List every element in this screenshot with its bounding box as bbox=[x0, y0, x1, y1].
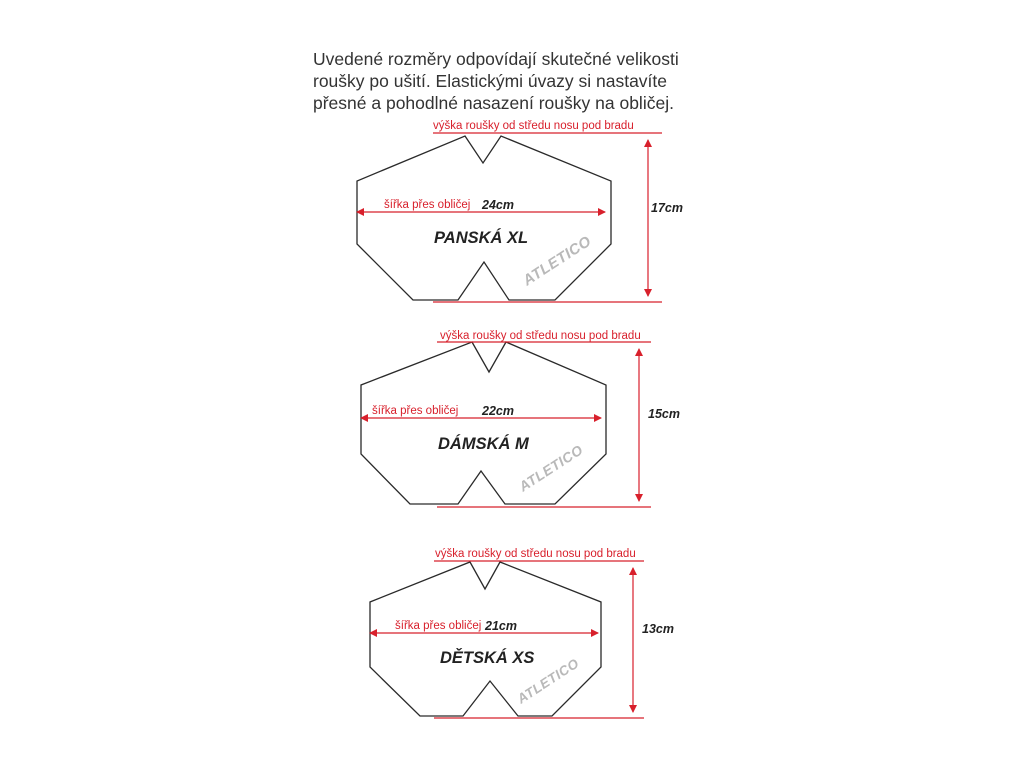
intro-line: přesné a pohodlné nasazení roušky na obl… bbox=[313, 93, 674, 113]
intro-line: roušky po ušití. Elastickými úvazy si na… bbox=[313, 71, 668, 91]
height-value: 15cm bbox=[648, 407, 680, 421]
size-name: PANSKÁ XL bbox=[434, 228, 528, 247]
size-name: DÁMSKÁ M bbox=[438, 434, 530, 453]
width-value: 22cm bbox=[481, 404, 514, 418]
size-name: DĚTSKÁ XS bbox=[440, 648, 534, 667]
mask-outline bbox=[369, 561, 602, 717]
intro-line: Uvedené rozměry odpovídají skutečné veli… bbox=[313, 49, 679, 69]
width-label: šířka přes obličej bbox=[395, 620, 481, 632]
mask-damska-m: výška roušky od středu nosu pod bradu ší… bbox=[360, 330, 680, 508]
height-label: výška roušky od středu nosu pod bradu bbox=[435, 548, 636, 560]
height-label: výška roušky od středu nosu pod bradu bbox=[433, 120, 634, 132]
height-value: 13cm bbox=[642, 622, 674, 636]
width-label: šířka přes obličej bbox=[372, 405, 458, 417]
width-value: 21cm bbox=[484, 619, 517, 633]
width-value: 24cm bbox=[481, 198, 514, 212]
mask-outline bbox=[356, 135, 612, 301]
height-label: výška roušky od středu nosu pod bradu bbox=[440, 330, 641, 342]
intro-text: Uvedené rozměry odpovídají skutečné veli… bbox=[313, 48, 753, 114]
mask-outline bbox=[360, 341, 607, 505]
mask-detska-xs: výška roušky od středu nosu pod bradu ší… bbox=[369, 548, 674, 719]
height-value: 17cm bbox=[651, 201, 683, 215]
mask-panska-xl: výška roušky od středu nosu pod bradu ší… bbox=[356, 120, 683, 303]
width-label: šířka přes obličej bbox=[384, 199, 470, 211]
